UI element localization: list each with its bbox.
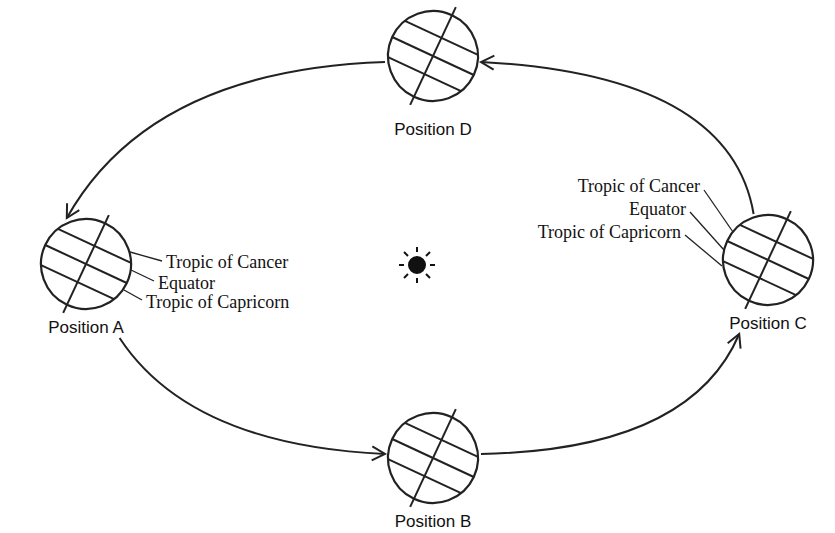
leader-line bbox=[124, 290, 142, 300]
leader-line bbox=[685, 235, 722, 266]
latitude-label: Tropic of Cancer bbox=[578, 175, 700, 197]
arrow-head bbox=[372, 446, 385, 460]
earth-axis bbox=[745, 211, 791, 309]
arrow-head bbox=[481, 56, 494, 70]
globe-tilt bbox=[369, 390, 496, 526]
arrow-head bbox=[728, 334, 741, 349]
orbit-path bbox=[67, 62, 385, 218]
earth-position: Position A bbox=[38, 218, 134, 338]
sun-ray bbox=[416, 278, 418, 283]
latitude-label: Tropic of Cancer bbox=[166, 251, 288, 273]
orbit-arrow bbox=[120, 338, 385, 460]
earth-axis bbox=[410, 409, 456, 507]
latitude-label: Equator bbox=[629, 198, 686, 220]
sun-ray bbox=[404, 252, 408, 256]
globe-outline bbox=[708, 200, 828, 320]
globe-outline bbox=[373, 398, 493, 518]
sun-ray bbox=[404, 274, 408, 278]
orbit-path bbox=[481, 62, 754, 214]
earth-globe bbox=[387, 10, 479, 102]
leader-line bbox=[131, 270, 154, 281]
sun-ray bbox=[430, 264, 435, 266]
latitude-label: Tropic of Capricorn bbox=[538, 221, 681, 243]
orbit-arrow bbox=[67, 62, 385, 218]
earth-globe bbox=[40, 218, 132, 310]
earth-position: Position D bbox=[385, 10, 481, 140]
sun-ray bbox=[399, 264, 404, 266]
position-label: Position A bbox=[38, 318, 134, 338]
orbit-path bbox=[481, 334, 739, 454]
globe-tilt bbox=[704, 192, 831, 328]
latitude-label: Equator bbox=[158, 272, 215, 294]
position-label: Position B bbox=[385, 512, 481, 532]
earth-axis bbox=[63, 215, 109, 313]
position-label: Position D bbox=[385, 120, 481, 140]
position-label: Position C bbox=[720, 314, 816, 334]
leader-line bbox=[704, 190, 733, 232]
leader-line bbox=[130, 252, 162, 261]
orbit-arrow bbox=[481, 56, 754, 214]
sun-ray bbox=[426, 252, 430, 256]
orbit-arrow bbox=[481, 334, 741, 454]
arrow-head bbox=[67, 203, 79, 218]
globe-tilt bbox=[369, 0, 496, 124]
earth-position: Position C bbox=[720, 214, 816, 334]
sun-symbol bbox=[399, 247, 435, 283]
earth-axis bbox=[410, 7, 456, 105]
sun-ray bbox=[426, 274, 430, 278]
globe-outline bbox=[26, 204, 146, 324]
globe-tilt bbox=[22, 196, 149, 332]
latitude-label: Tropic of Capricorn bbox=[146, 291, 289, 313]
earth-globe bbox=[387, 412, 479, 504]
globe-outline bbox=[373, 0, 493, 116]
sun-ray bbox=[416, 247, 418, 252]
sun-disc bbox=[409, 257, 425, 273]
earth-position: Position B bbox=[385, 412, 481, 532]
orbit-path bbox=[120, 338, 385, 454]
earth-globe bbox=[722, 214, 814, 306]
